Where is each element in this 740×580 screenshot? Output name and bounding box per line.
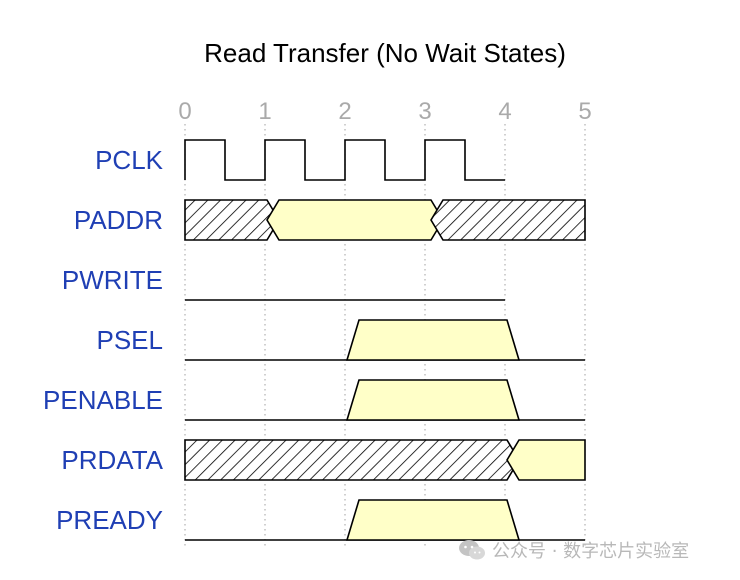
tick-label-3: 3 [418, 98, 431, 125]
high-pulse [345, 379, 521, 421]
wechat-icon [459, 540, 485, 560]
time-axis: 0 1 2 3 4 5 [178, 98, 591, 125]
waveform-penable [185, 379, 585, 421]
signal-label-pwrite: PWRITE [62, 265, 163, 295]
signal-label-paddr: PADDR [74, 205, 163, 235]
high-pulse [345, 499, 521, 541]
watermark-text: 公众号 · 数字芯片实验室 [492, 541, 690, 562]
watermark: 公众号 · 数字芯片实验室 [458, 536, 689, 564]
waveform-pclk [184, 139, 505, 181]
tick-label-0: 0 [178, 98, 191, 125]
tick-label-2: 2 [338, 98, 351, 125]
signal-label-pready: PREADY [56, 505, 163, 535]
diagram-title: Read Transfer (No Wait States) [204, 38, 566, 68]
bus-segment-invalid [184, 199, 280, 241]
waveforms [184, 139, 586, 541]
tick-label-1: 1 [258, 98, 271, 125]
signal-label-prdata: PRDATA [61, 445, 163, 475]
bus-segment-valid [506, 439, 586, 481]
signal-label-pclk: PCLK [95, 145, 164, 175]
clock-wave [184, 139, 505, 181]
high-pulse [345, 319, 521, 361]
signal-label-psel: PSEL [97, 325, 164, 355]
signal-labels: PCLK PADDR PWRITE PSEL PENABLE PRDATA PREADY [43, 145, 164, 535]
waveform-pready [185, 499, 585, 541]
waveform-prdata [184, 439, 586, 481]
bus-segment-invalid [184, 439, 520, 481]
waveform-psel [185, 319, 585, 361]
bus-segment-valid [266, 199, 444, 241]
bus-segment-invalid [430, 199, 586, 241]
tick-label-4: 4 [498, 98, 511, 125]
time-gridlines [184, 124, 586, 548]
signal-label-penable: PENABLE [43, 385, 163, 415]
tick-label-5: 5 [578, 98, 591, 125]
waveform-paddr [184, 199, 586, 241]
